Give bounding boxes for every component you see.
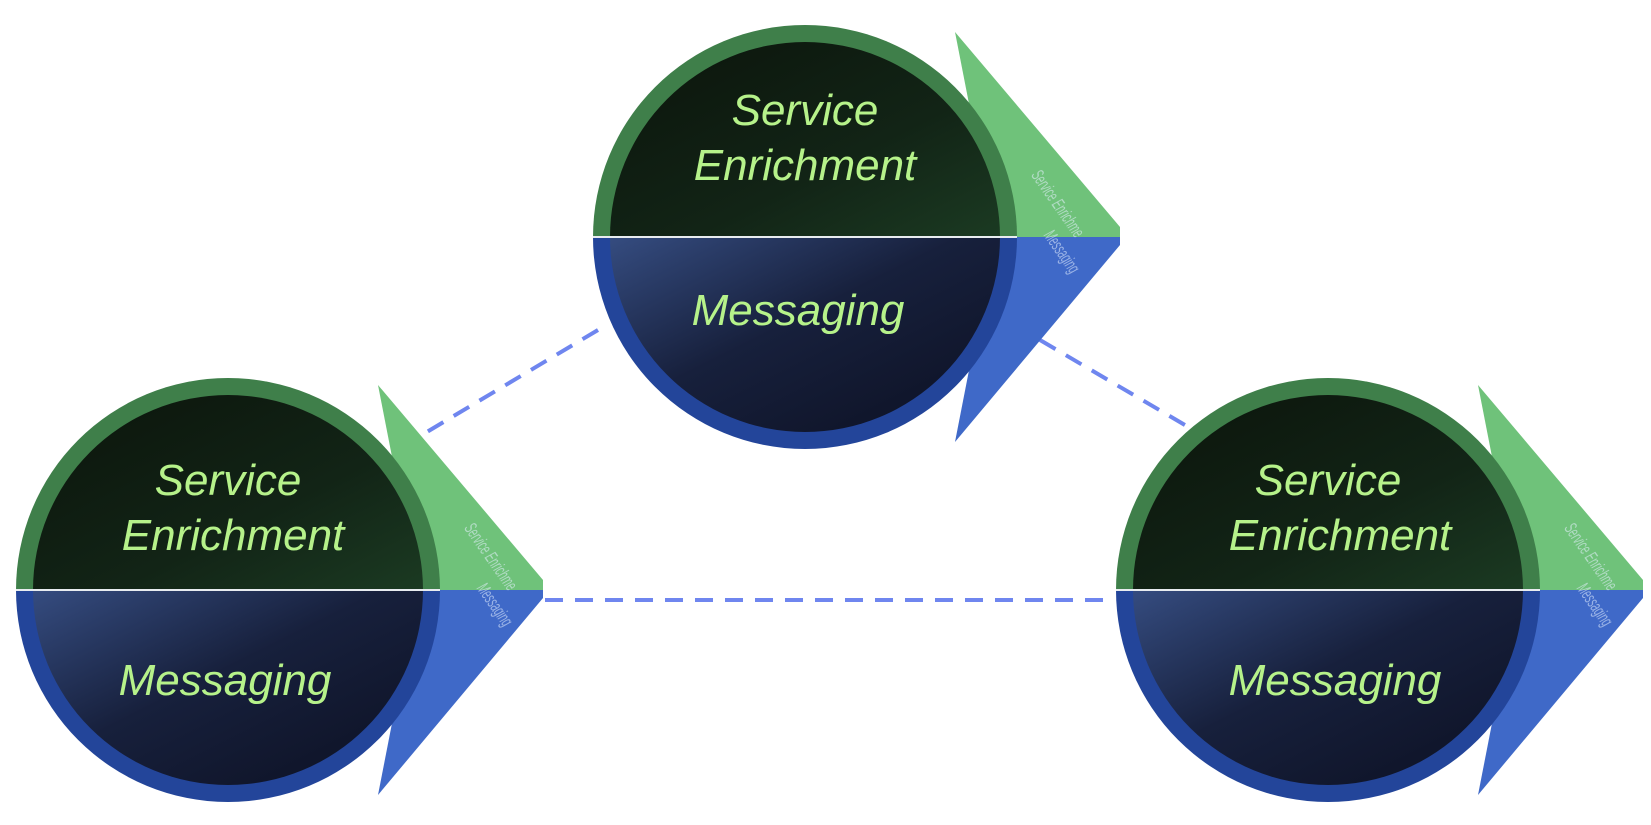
connector-top-right: [1038, 338, 1192, 430]
service-label-line1: Service: [1255, 456, 1402, 505]
service-label-line2: Enrichment: [122, 511, 346, 560]
service-label-line1: Service: [155, 456, 302, 505]
service-label-line2: Enrichment: [694, 141, 918, 190]
connectors: [403, 328, 1192, 602]
service-face: [1133, 395, 1523, 590]
service-face: [610, 42, 1000, 237]
service-label-line2: Enrichment: [1229, 511, 1453, 560]
service-face: [33, 395, 423, 590]
messaging-label: Messaging: [119, 656, 332, 705]
messaging-label: Messaging: [1229, 656, 1442, 705]
node-left[interactable]: Service Enrichment Messaging Service Enr…: [16, 378, 543, 802]
connector-top-left: [403, 328, 600, 447]
messaging-label: Messaging: [692, 286, 905, 335]
messaging-face: [33, 590, 423, 785]
node-right[interactable]: Service Enrichment Messaging Service Enr…: [1116, 378, 1643, 802]
messaging-face: [1133, 590, 1523, 785]
node-top[interactable]: Service Enrichment Messaging Service Enr…: [593, 25, 1120, 449]
messaging-face: [610, 237, 1000, 432]
service-label-line1: Service: [732, 86, 879, 135]
